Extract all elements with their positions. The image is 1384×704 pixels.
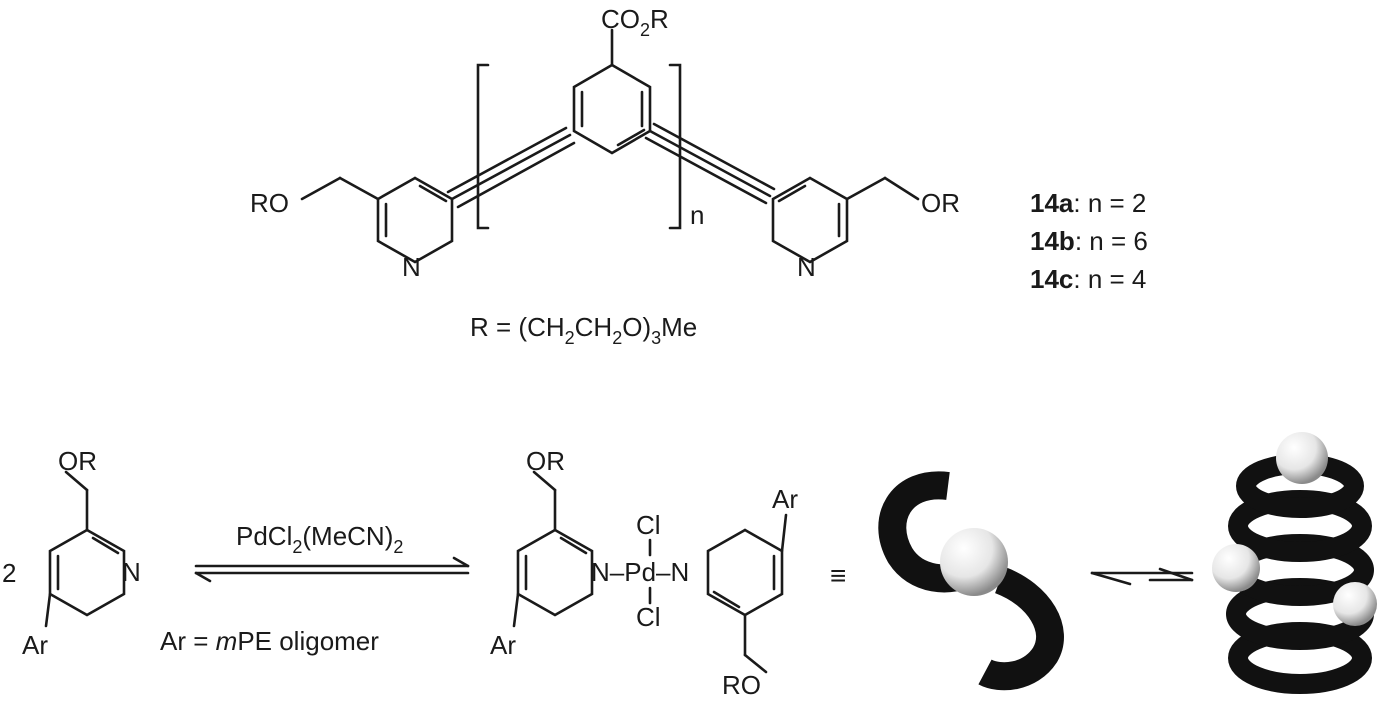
- coefficient-label: 2: [2, 558, 16, 588]
- sphere-node: [940, 528, 1008, 596]
- equivalence-symbol: ≡: [830, 560, 846, 591]
- left-pyridine-monomer: [44, 470, 126, 628]
- left-ar-label: Ar: [22, 630, 48, 660]
- complex-core: N–Pd–N: [591, 557, 689, 587]
- reagent-label: PdCl2(MeCN)2: [236, 521, 403, 557]
- complex-ar-right: Ar: [772, 484, 798, 514]
- left-bracket: [476, 63, 490, 230]
- central-benzene-ring: [572, 28, 652, 155]
- compound-14c: 14c: n = 4: [1030, 264, 1146, 294]
- stacked-helix-cartoon: [1212, 432, 1377, 694]
- complex-ar-left: Ar: [490, 630, 516, 660]
- complex-or-top: OR: [526, 446, 565, 476]
- compound-14b: 14b: n = 6: [1030, 226, 1148, 256]
- n-right-label: N: [797, 252, 816, 282]
- compound-14a: 14a: n = 2: [1030, 188, 1146, 218]
- sphere-node: [1212, 544, 1260, 592]
- ro-left-label: RO: [250, 188, 289, 218]
- single-helix-cartoon: [878, 471, 1064, 691]
- or-right-label: OR: [921, 188, 960, 218]
- compound-list: 14a: n = 2 14b: n = 6 14c: n = 4: [1030, 188, 1148, 294]
- complex-cl-top: Cl: [636, 510, 661, 540]
- complex-cl-bottom: Cl: [636, 602, 661, 632]
- left-n-label: N: [122, 557, 141, 587]
- sphere-node: [1276, 432, 1328, 484]
- ester-label: CO2R: [601, 4, 669, 40]
- complex-ro-bottom: RO: [722, 670, 761, 700]
- right-alkyne: [644, 122, 776, 205]
- repeat-n-label: n: [690, 200, 704, 230]
- left-alkyne: [446, 126, 576, 209]
- top-oligomer-structure: RO N n CO2R: [250, 4, 960, 348]
- n-left-label: N: [402, 252, 421, 282]
- ar-definition: Ar = mPE oligomer: [160, 626, 379, 656]
- pd-complex: [512, 470, 788, 674]
- r-definition: R = (CH2CH2O)3Me: [470, 312, 697, 348]
- sphere-node: [1333, 582, 1377, 626]
- right-pyridine-ring: [771, 176, 920, 264]
- helix-equilibrium-arrow: [1090, 567, 1194, 586]
- left-pyridine-ring: [300, 176, 454, 264]
- left-or-label: OR: [58, 446, 97, 476]
- equilibrium-arrow: [194, 556, 470, 583]
